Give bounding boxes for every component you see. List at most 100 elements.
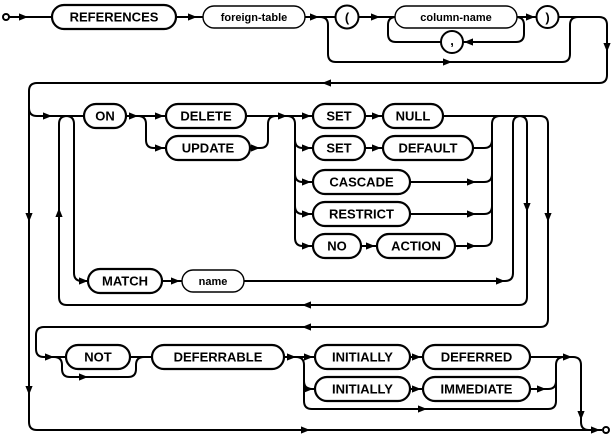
node-column-name[interactable]: column-name (394, 5, 518, 29)
arrowhead (301, 426, 310, 434)
arrowhead (79, 277, 88, 285)
arrowhead (418, 405, 427, 413)
arrowhead (467, 178, 476, 186)
node-default: DEFAULT (381, 134, 475, 162)
nonterminal-column-name-box[interactable] (394, 5, 518, 29)
arrowhead (591, 426, 600, 434)
node-update: UPDATE (164, 134, 252, 162)
keyword-cascade-label: CASCADE (329, 175, 394, 190)
nonterminal-name-box[interactable] (181, 269, 245, 293)
arrowhead (464, 38, 473, 46)
arrowhead (79, 373, 88, 381)
keyword-update-label: UPDATE (182, 141, 235, 156)
nonterminal-foreign-table-box[interactable] (202, 5, 306, 29)
keyword-initially2-label: INITIALLY (332, 382, 393, 397)
keyword-delete-label: DELETE (180, 109, 232, 124)
arrowheads (19, 13, 611, 434)
arrowhead (563, 353, 572, 361)
keyword-on-box (82, 102, 128, 130)
node-deferred: DEFERRED (421, 343, 532, 371)
arrowhead (129, 112, 138, 120)
arrowhead (526, 13, 535, 21)
arrowhead (302, 210, 311, 218)
keyword-set1-box (311, 102, 367, 130)
rail-initially-skip (295, 356, 565, 410)
keyword-references-label: REFERENCES (70, 10, 159, 25)
node-open-paren: ( (334, 4, 360, 30)
node-name[interactable]: name (181, 269, 245, 293)
arrowhead (302, 301, 311, 309)
keyword-deferrable-box (150, 343, 286, 371)
rail-match-branch (65, 115, 522, 282)
rail-action-row5 (303, 237, 493, 247)
keyword-immediate-label: IMMEDIATE (441, 382, 513, 397)
node-deferrable: DEFERRABLE (150, 343, 286, 371)
keyword-initially1-label: INITIALLY (332, 350, 393, 365)
close-paren-circle (535, 5, 560, 29)
arrowhead (278, 112, 287, 120)
arrowhead (45, 353, 54, 361)
node-restrict: RESTRICT (311, 200, 412, 228)
keyword-references-box (50, 3, 178, 31)
keyword-deferred-box (421, 343, 532, 371)
rail-main-loop (9, 16, 608, 431)
arrowhead (302, 242, 311, 250)
arrowhead (43, 112, 52, 120)
keyword-cascade-box (311, 168, 412, 196)
arrowhead (537, 385, 546, 393)
arrowhead (467, 210, 476, 218)
keyword-restrict-box (311, 200, 412, 228)
node-on: ON (82, 102, 128, 130)
arrowhead (372, 112, 381, 120)
arrowhead (412, 353, 421, 361)
keyword-restrict-label: RESTRICT (329, 207, 394, 222)
rail-action-split-row4 (294, 205, 304, 215)
arrowhead (322, 79, 331, 87)
keyword-default-box (381, 134, 475, 162)
arrowhead (372, 144, 381, 152)
arrowhead (496, 277, 505, 285)
arrowhead (310, 13, 319, 21)
arrowhead (25, 386, 33, 395)
nonterminal-name-label: name (199, 276, 228, 288)
arrowhead (287, 353, 296, 361)
arrowhead (55, 208, 63, 217)
keyword-not-label: NOT (84, 350, 112, 365)
rail-action-split-row3 (294, 173, 304, 183)
arrowhead (302, 144, 311, 152)
end-terminal-icon (602, 426, 610, 434)
keyword-null-label: NULL (396, 109, 431, 124)
comma-label: , (450, 33, 454, 48)
keyword-no-box (311, 232, 363, 260)
start-terminal-icon (2, 13, 10, 21)
keyword-update-box (164, 134, 252, 162)
open-paren-circle (334, 4, 360, 30)
keyword-deferred-label: DEFERRED (441, 350, 513, 365)
arrowhead (366, 242, 375, 250)
node-delete: DELETE (164, 102, 248, 130)
arrowhead (171, 277, 180, 285)
rail-not-bypass (53, 356, 145, 378)
keyword-default-label: DEFAULT (399, 141, 458, 156)
keyword-initially2-box (313, 375, 412, 403)
node-foreign-table[interactable]: foreign-table (202, 5, 306, 29)
nonterminal-column-name-label: column-name (420, 12, 492, 24)
open-paren-label: ( (345, 10, 350, 25)
keyword-initially1-box (313, 343, 412, 371)
arrowhead (577, 411, 585, 420)
node-comma: , (440, 30, 464, 54)
arrowhead (523, 203, 531, 212)
arrowhead (412, 385, 421, 393)
arrowhead (603, 43, 611, 52)
node-action: ACTION (375, 232, 457, 260)
node-references: REFERENCES (50, 3, 178, 31)
arrowhead (304, 385, 313, 393)
rail-action-split (286, 115, 304, 247)
arrowhead (304, 353, 313, 361)
nonterminal-foreign-table-label: foreign-table (221, 12, 288, 24)
keyword-action-label: ACTION (391, 239, 441, 254)
keyword-action-box (375, 232, 457, 260)
node-close-paren: ) (535, 5, 560, 29)
arrowhead (155, 112, 164, 120)
